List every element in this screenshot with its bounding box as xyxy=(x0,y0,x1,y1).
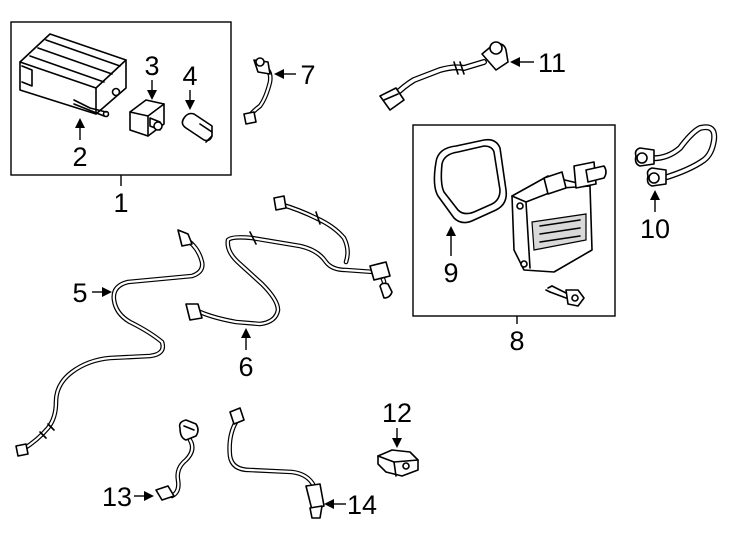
leader-lines xyxy=(75,57,660,509)
oxygen-sensor-14 xyxy=(227,407,325,519)
vapor-canister xyxy=(19,33,127,118)
sensor-harness-5 xyxy=(15,229,205,457)
module-assembly-box xyxy=(412,124,616,317)
mounting-bolt xyxy=(545,285,585,307)
module-gasket-9 xyxy=(433,138,508,224)
callout-13: 13 xyxy=(102,482,132,512)
callout-2: 2 xyxy=(72,142,87,172)
sensor-harness-7 xyxy=(243,57,273,125)
callout-7: 7 xyxy=(300,60,315,90)
sensor-harness-6 xyxy=(185,195,393,327)
callout-10: 10 xyxy=(640,214,670,244)
vapor-hose-10 xyxy=(634,124,718,187)
callout-9: 9 xyxy=(443,258,458,288)
vapor-hose-11 xyxy=(379,41,509,111)
callout-4: 4 xyxy=(182,61,197,91)
control-module xyxy=(511,161,607,273)
callout-8: 8 xyxy=(509,326,524,356)
purge-valve xyxy=(129,99,165,137)
callout-14: 14 xyxy=(347,490,377,520)
oxygen-sensor-13 xyxy=(155,419,199,501)
callout-12: 12 xyxy=(382,398,412,428)
callout-11: 11 xyxy=(538,48,566,78)
callout-1: 1 xyxy=(113,188,128,218)
pressure-sensor xyxy=(377,449,419,477)
callout-5: 5 xyxy=(72,278,87,308)
callout-3: 3 xyxy=(144,51,159,81)
callout-6: 6 xyxy=(238,352,253,382)
vent-hose-connector xyxy=(181,112,213,143)
